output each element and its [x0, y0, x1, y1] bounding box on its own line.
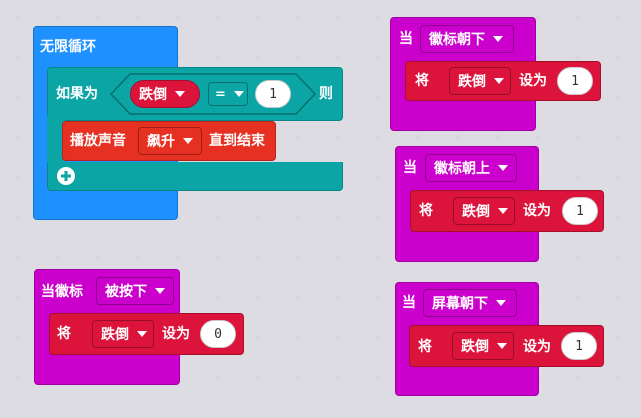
set-label: 将 [57, 326, 71, 342]
caret-down-icon [155, 288, 165, 294]
variable-dropdown[interactable]: 跌倒 [92, 320, 154, 348]
set-value-input[interactable]: 1 [557, 67, 593, 95]
variable-dropdown[interactable]: 跌倒 [130, 80, 200, 108]
set-label: 将 [419, 203, 433, 219]
set-value-input[interactable]: 1 [561, 332, 597, 360]
play-sound-label: 播放声音 [70, 133, 126, 149]
variable-dropdown[interactable]: 跌倒 [452, 332, 514, 360]
variable-value: 跌倒 [461, 339, 489, 355]
variable-dropdown[interactable]: 跌倒 [453, 197, 515, 225]
compare-value-input[interactable]: 1 [255, 80, 291, 108]
caret-down-icon [498, 208, 508, 214]
plus-circle-icon[interactable] [56, 166, 76, 186]
operator-dropdown[interactable]: = [208, 82, 248, 106]
event-prefix-label: 当徽标 [41, 284, 83, 300]
event-prefix-label: 当 [403, 160, 417, 176]
gesture-dropdown[interactable]: 屏幕朝下 [423, 289, 517, 317]
caret-down-icon [496, 300, 506, 306]
if-label: 如果为 [56, 86, 98, 102]
play-mode-label: 直到结束 [209, 133, 265, 149]
caret-down-icon [497, 343, 507, 349]
caret-down-icon [137, 331, 147, 337]
caret-down-icon [183, 138, 193, 144]
variable-value: 跌倒 [101, 327, 129, 343]
sound-value: 飙升 [147, 134, 175, 150]
gesture-value: 徽标朝下 [429, 32, 485, 48]
gesture-value: 徽标朝上 [434, 161, 490, 177]
variable-value: 跌倒 [458, 74, 486, 90]
caret-down-icon [175, 91, 185, 97]
set-label: 将 [418, 339, 432, 355]
to-label: 设为 [523, 339, 551, 355]
variable-value: 跌倒 [462, 204, 490, 220]
gesture-value: 屏幕朝下 [432, 296, 488, 312]
set-label: 将 [415, 73, 429, 89]
caret-down-icon [498, 165, 508, 171]
if-block-footer[interactable] [47, 162, 343, 191]
event-prefix-label: 当 [402, 295, 416, 311]
gesture-value: 被按下 [105, 284, 147, 300]
to-label: 设为 [523, 203, 551, 219]
caret-down-icon [493, 36, 503, 42]
to-label: 设为 [162, 326, 190, 342]
to-label: 设为 [519, 73, 547, 89]
sound-dropdown[interactable]: 飙升 [138, 127, 202, 155]
forever-label: 无限循环 [40, 39, 96, 55]
operator-value: = [215, 86, 226, 102]
then-label: 则 [319, 86, 333, 102]
set-value-input[interactable]: 0 [200, 320, 236, 348]
if-block-arm [47, 116, 65, 166]
gesture-dropdown[interactable]: 被按下 [96, 277, 174, 305]
gesture-dropdown[interactable]: 徽标朝上 [425, 154, 517, 182]
caret-down-icon [233, 91, 244, 97]
variable-value: 跌倒 [139, 87, 167, 103]
caret-down-icon [494, 78, 504, 84]
variable-dropdown[interactable]: 跌倒 [449, 67, 511, 95]
event-prefix-label: 当 [399, 31, 413, 47]
gesture-dropdown[interactable]: 徽标朝下 [420, 25, 514, 53]
set-value-input[interactable]: 1 [562, 197, 598, 225]
